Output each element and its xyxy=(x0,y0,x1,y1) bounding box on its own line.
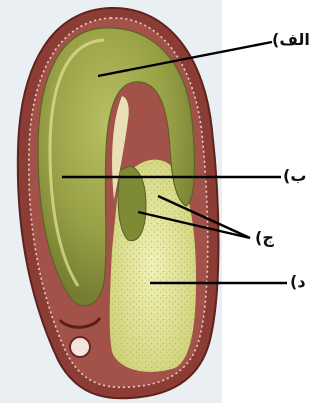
hilum-spot xyxy=(70,337,90,357)
label-alef: الف) xyxy=(272,30,310,49)
label-dal: د) xyxy=(290,272,306,291)
label-be: ب) xyxy=(283,166,306,185)
label-jim: ج) xyxy=(255,228,274,247)
